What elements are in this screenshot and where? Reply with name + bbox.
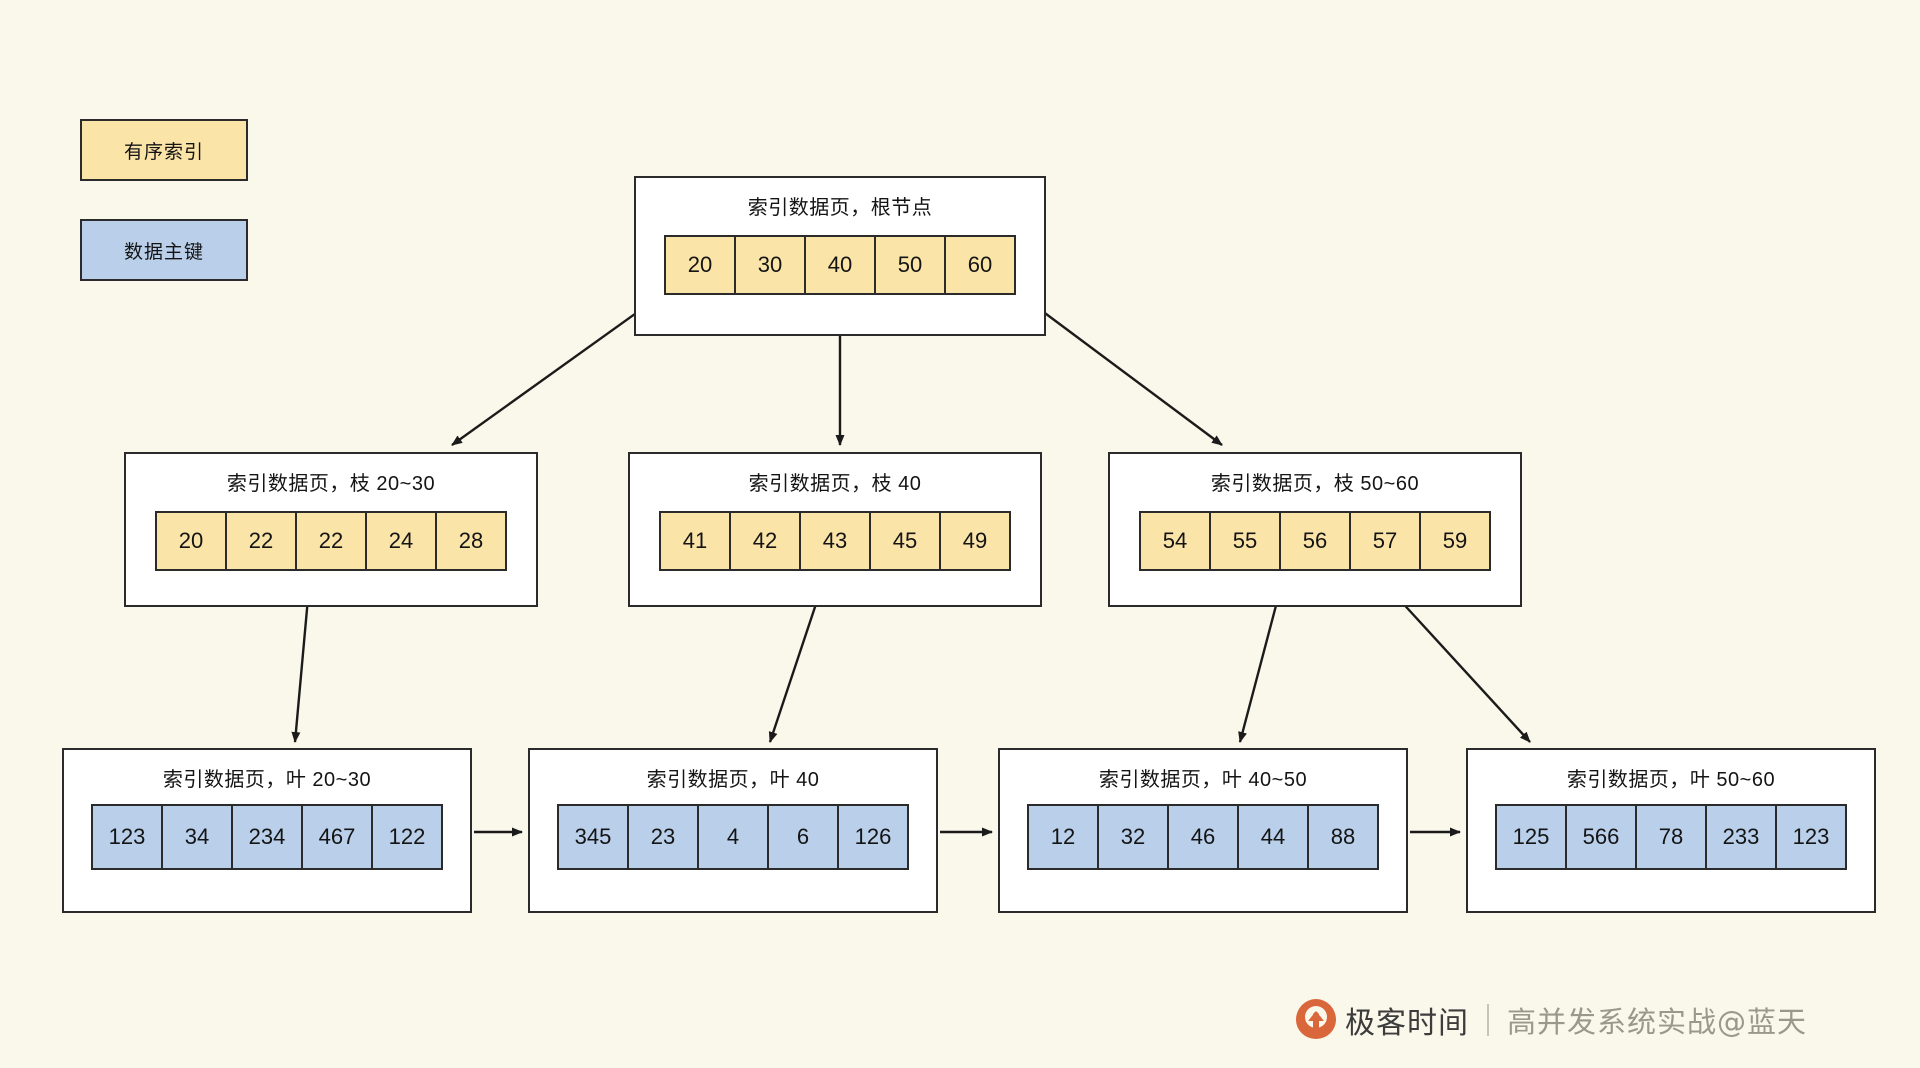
edge-branch-0-leaf-0 xyxy=(291,597,310,743)
index-page-branch-20-30[interactable]: 索引数据页，枝 20~30 20 22 22 24 28 xyxy=(124,452,538,607)
cell-row: 123 34 234 467 122 xyxy=(64,804,470,870)
primary-key-cell[interactable]: 23 xyxy=(627,804,699,870)
logo-arrow xyxy=(1308,1011,1324,1034)
index-cell[interactable]: 59 xyxy=(1419,511,1491,571)
cell-row: 12 32 46 44 88 xyxy=(1000,804,1406,870)
primary-key-cell[interactable]: 44 xyxy=(1237,804,1309,870)
index-cell[interactable]: 20 xyxy=(664,235,736,295)
primary-key-cell[interactable]: 34 xyxy=(161,804,233,870)
footer-watermark: 极客时间 高并发系统实战@蓝天 xyxy=(1296,996,1807,1044)
page-title: 索引数据页，叶 40~50 xyxy=(1098,769,1308,791)
primary-key-cell[interactable]: 126 xyxy=(837,804,909,870)
page-title: 索引数据页，叶 20~30 xyxy=(162,769,372,791)
index-page-leaf-20-30[interactable]: 索引数据页，叶 20~30 123 34 234 467 122 xyxy=(62,748,472,913)
page-title: 索引数据页，枝 40 xyxy=(748,473,922,495)
index-cell[interactable]: 22 xyxy=(225,511,297,571)
cell-row: 125 566 78 233 123 xyxy=(1468,804,1874,870)
index-cell[interactable]: 49 xyxy=(939,511,1011,571)
cell-row: 20 22 22 24 28 xyxy=(126,511,536,571)
index-cell[interactable]: 30 xyxy=(734,235,806,295)
page-title: 索引数据页，叶 40 xyxy=(646,769,820,791)
index-page-leaf-50-60[interactable]: 索引数据页，叶 50~60 125 566 78 233 123 xyxy=(1466,748,1876,913)
page-title: 索引数据页，枝 20~30 xyxy=(226,473,436,495)
primary-key-cell[interactable]: 4 xyxy=(697,804,769,870)
primary-key-cell[interactable]: 122 xyxy=(371,804,443,870)
edge-root-branch-2 xyxy=(1021,295,1223,446)
footer-tagline: 高并发系统实战@蓝天 xyxy=(1507,1005,1808,1039)
edge-root-branch-0 xyxy=(451,295,661,446)
primary-key-cell[interactable]: 467 xyxy=(301,804,373,870)
page-title: 索引数据页，根节点 xyxy=(747,197,933,219)
legend-label-ordered-index: 有序索引 xyxy=(123,141,204,163)
legend-label-data-primary-key: 数据主键 xyxy=(123,241,204,263)
index-cell[interactable]: 54 xyxy=(1139,511,1211,571)
index-page-leaf-40[interactable]: 索引数据页，叶 40 345 23 4 6 126 xyxy=(528,748,938,913)
index-cell[interactable]: 42 xyxy=(729,511,801,571)
primary-key-cell[interactable]: 125 xyxy=(1495,804,1567,870)
edge-branch-1-leaf-1 xyxy=(768,597,820,743)
index-cell[interactable]: 57 xyxy=(1349,511,1421,571)
primary-key-cell[interactable]: 46 xyxy=(1167,804,1239,870)
primary-key-cell[interactable]: 32 xyxy=(1097,804,1169,870)
primary-key-cell[interactable]: 6 xyxy=(767,804,839,870)
legend-item-data-primary-key: 数据主键 xyxy=(80,219,248,281)
edge-branch-2-leaf-2 xyxy=(1238,597,1280,743)
cell-row: 20 30 40 50 60 xyxy=(636,235,1044,295)
index-cell[interactable]: 28 xyxy=(435,511,507,571)
geekbang-logo-icon xyxy=(1296,999,1336,1041)
page-title: 索引数据页，叶 50~60 xyxy=(1566,769,1776,791)
index-cell[interactable]: 60 xyxy=(944,235,1016,295)
page-title: 索引数据页，枝 50~60 xyxy=(1210,473,1420,495)
primary-key-cell[interactable]: 88 xyxy=(1307,804,1379,870)
index-cell[interactable]: 22 xyxy=(295,511,367,571)
primary-key-cell[interactable]: 78 xyxy=(1635,804,1707,870)
index-cell[interactable]: 24 xyxy=(365,511,437,571)
brand-name: 极客时间 xyxy=(1345,1006,1469,1041)
primary-key-cell[interactable]: 566 xyxy=(1565,804,1637,870)
primary-key-cell[interactable]: 345 xyxy=(557,804,629,870)
footer-divider xyxy=(1487,1004,1489,1036)
primary-key-cell[interactable]: 123 xyxy=(1775,804,1847,870)
cell-row: 41 42 43 45 49 xyxy=(630,511,1040,571)
legend-item-ordered-index: 有序索引 xyxy=(80,119,248,181)
primary-key-cell[interactable]: 12 xyxy=(1027,804,1099,870)
primary-key-cell[interactable]: 233 xyxy=(1705,804,1777,870)
edge-branch-2-leaf-3 xyxy=(1397,597,1531,743)
index-cell[interactable]: 55 xyxy=(1209,511,1281,571)
index-cell[interactable]: 40 xyxy=(804,235,876,295)
primary-key-cell[interactable]: 123 xyxy=(91,804,163,870)
index-cell[interactable]: 45 xyxy=(869,511,941,571)
index-cell[interactable]: 56 xyxy=(1279,511,1351,571)
index-cell[interactable]: 20 xyxy=(155,511,227,571)
cell-row: 54 55 56 57 59 xyxy=(1110,511,1520,571)
index-page-root[interactable]: 索引数据页，根节点 20 30 40 50 60 xyxy=(634,176,1046,336)
index-page-branch-40[interactable]: 索引数据页，枝 40 41 42 43 45 49 xyxy=(628,452,1042,607)
index-cell[interactable]: 43 xyxy=(799,511,871,571)
index-cell[interactable]: 50 xyxy=(874,235,946,295)
index-page-branch-50-60[interactable]: 索引数据页，枝 50~60 54 55 56 57 59 xyxy=(1108,452,1522,607)
cell-row: 345 23 4 6 126 xyxy=(530,804,936,870)
index-page-leaf-40-50[interactable]: 索引数据页，叶 40~50 12 32 46 44 88 xyxy=(998,748,1408,913)
index-cell[interactable]: 41 xyxy=(659,511,731,571)
primary-key-cell[interactable]: 234 xyxy=(231,804,303,870)
